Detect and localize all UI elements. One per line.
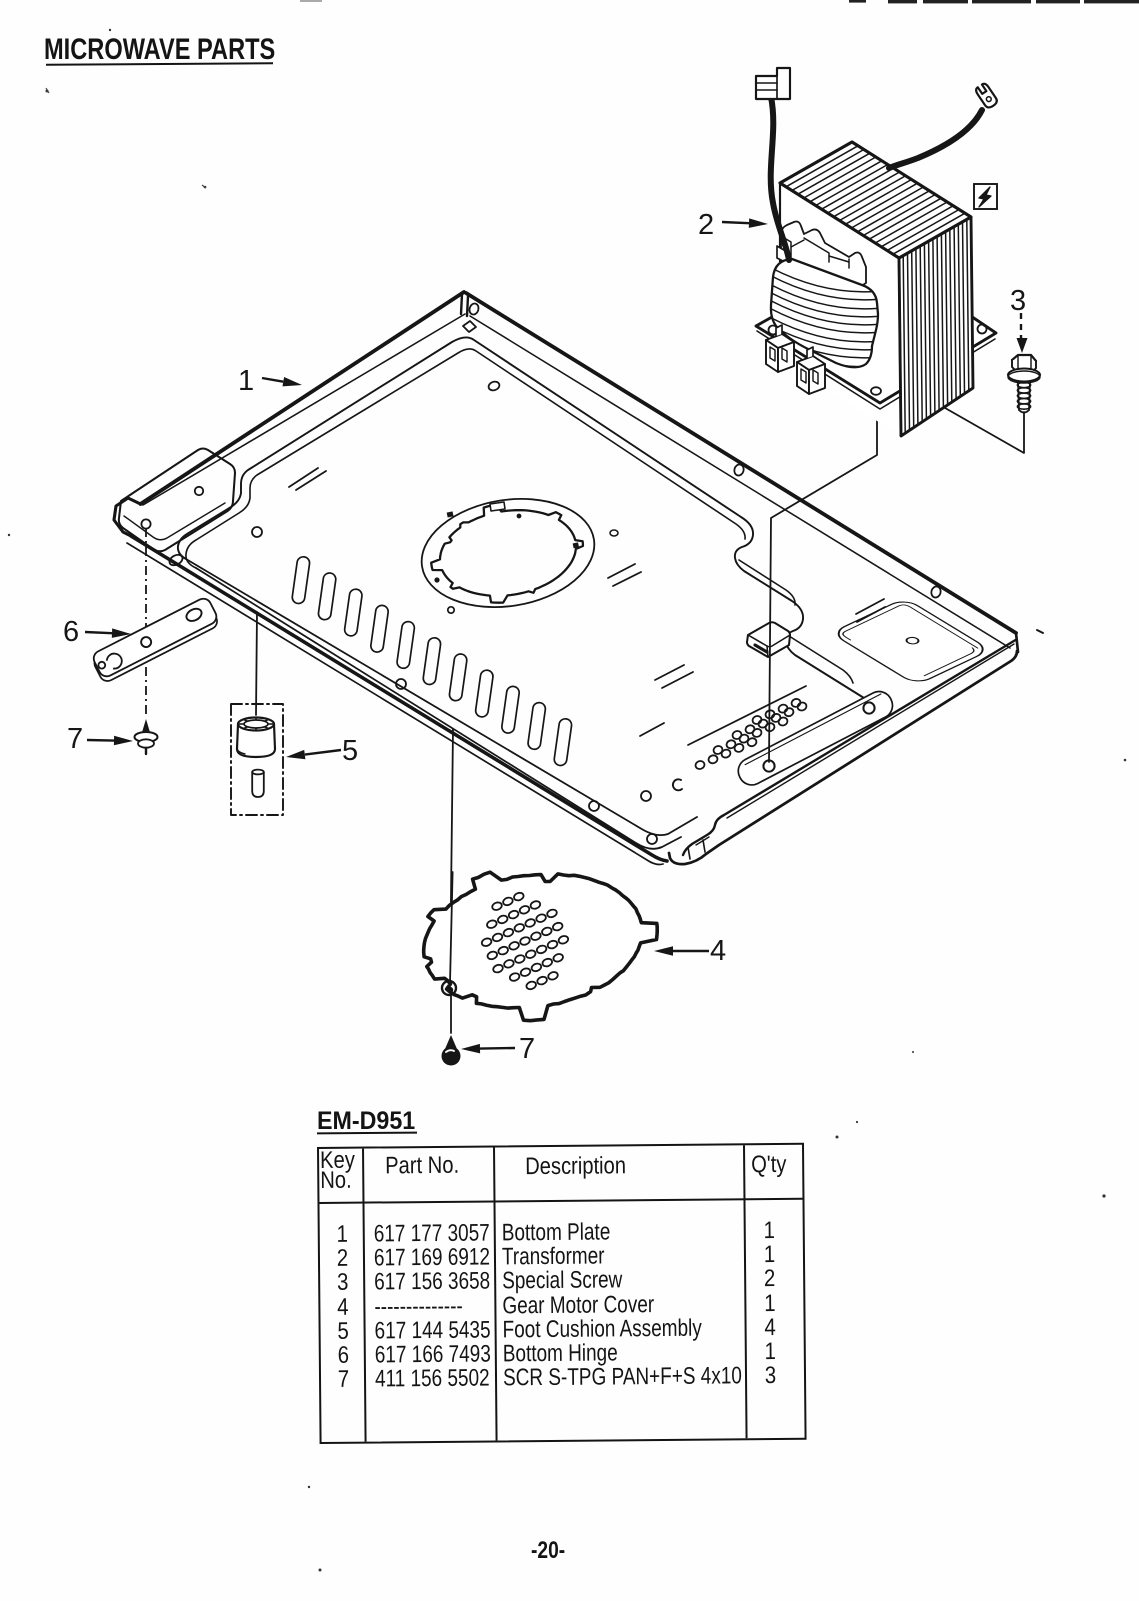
svg-text:7: 7	[519, 1033, 535, 1065]
svg-text:3: 3	[1010, 285, 1026, 317]
svg-text:6: 6	[63, 616, 79, 648]
svg-text:1: 1	[238, 365, 254, 397]
svg-text:5: 5	[342, 735, 358, 767]
svg-text:7: 7	[67, 723, 83, 755]
svg-text:4: 4	[710, 935, 726, 967]
svg-text:2: 2	[698, 209, 714, 241]
